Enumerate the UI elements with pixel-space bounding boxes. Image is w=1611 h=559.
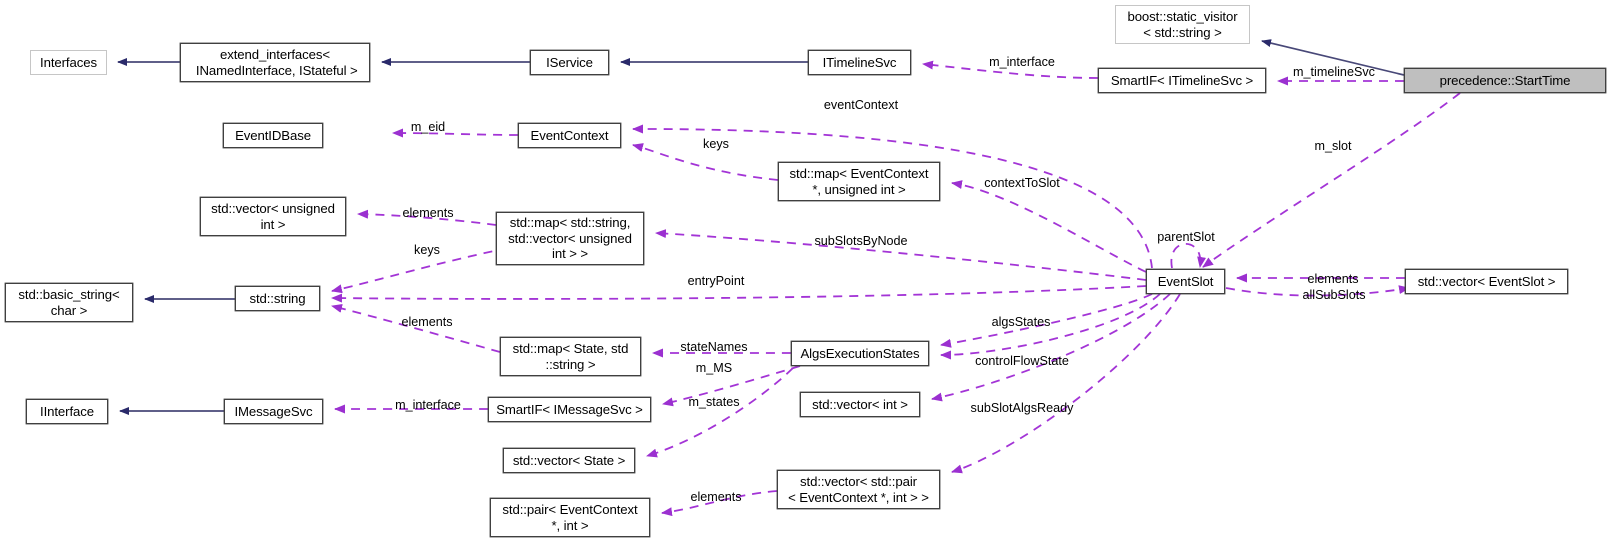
edge-label-m-interface-timeline: m_interface	[989, 55, 1055, 69]
edge-label-subslotalgsready: subSlotAlgsReady	[970, 401, 1074, 415]
node-vector-eventslot[interactable]: std::vector< EventSlot >	[1405, 269, 1568, 294]
edge-label-m-states: m_states	[688, 395, 740, 409]
node-precedence-starttime[interactable]: precedence::StartTime	[1404, 68, 1606, 93]
node-vector-int[interactable]: std::vector< int >	[800, 392, 920, 417]
node-map-state-string[interactable]: std::map< State, std ::string >	[500, 337, 641, 376]
node-map-string-vector-uint[interactable]: std::map< std::string, std::vector< unsi…	[496, 212, 644, 265]
edge-label-m-ms: m_MS	[695, 361, 733, 375]
edge-label-m-slot: m_slot	[1314, 139, 1352, 153]
node-vector-state[interactable]: std::vector< State >	[503, 448, 635, 473]
edge-label-parentslot: parentSlot	[1157, 230, 1215, 244]
node-interfaces[interactable]: Interfaces	[30, 50, 107, 75]
edge-label-m-timelinesvc: m_timelineSvc	[1293, 65, 1375, 79]
node-vector-pair-eventcontext-int[interactable]: std::vector< std::pair < EventContext *,…	[777, 470, 940, 509]
edge-label-elements-eventslot: elements	[1307, 272, 1359, 286]
node-label: EventIDBase	[235, 127, 311, 143]
node-label: std::vector< State >	[512, 452, 626, 468]
node-label: std::pair< EventContext *, int >	[502, 502, 638, 533]
node-pair-eventcontext-int[interactable]: std::pair< EventContext *, int >	[490, 498, 650, 537]
node-label: std::vector< std::pair < EventContext *,…	[788, 474, 929, 505]
edge-label-entrypoint: entryPoint	[687, 274, 745, 288]
node-label: ITimelineSvc	[822, 54, 897, 70]
node-iservice[interactable]: IService	[530, 50, 609, 75]
node-label: IInterface	[40, 403, 94, 419]
node-label: std::map< EventContext *, unsigned int >	[789, 166, 929, 197]
edge-label-m-eid: m_eid	[410, 120, 446, 134]
node-label: EventContext	[530, 127, 609, 143]
node-label: EventSlot	[1157, 273, 1214, 289]
edge-label-elements-string: elements	[401, 315, 453, 329]
edge-label-m-interface-message: m_interface	[395, 398, 461, 412]
node-label: SmartIF< IMessageSvc >	[496, 401, 643, 417]
node-label: std::basic_string< char >	[18, 287, 120, 318]
node-label: AlgsExecutionStates	[800, 345, 920, 361]
node-extend-interfaces[interactable]: extend_interfaces< INamedInterface, ISta…	[180, 43, 370, 82]
node-std-string[interactable]: std::string	[235, 286, 320, 311]
edge-label-contexttoslot: contextToSlot	[984, 176, 1060, 190]
node-eventcontext[interactable]: EventContext	[518, 123, 621, 148]
node-label: std::string	[249, 290, 306, 306]
node-algsexecutionstates[interactable]: AlgsExecutionStates	[791, 341, 929, 366]
usage-edges	[331, 60, 1461, 517]
edge-label-controlflowstate: controlFlowState	[975, 354, 1069, 368]
node-iinterface[interactable]: IInterface	[26, 399, 108, 424]
node-label: std::map< State, std ::string >	[512, 341, 629, 372]
edge-label-keys-context: keys	[703, 137, 729, 151]
node-smartif-imessagesvc[interactable]: SmartIF< IMessageSvc >	[488, 397, 651, 422]
node-itimelinesvc[interactable]: ITimelineSvc	[808, 50, 911, 75]
node-label: IService	[546, 54, 593, 70]
edge-label-eventcontext: eventContext	[823, 98, 899, 112]
node-imessagesvc[interactable]: IMessageSvc	[224, 399, 323, 424]
node-basic-string-char[interactable]: std::basic_string< char >	[5, 283, 133, 322]
node-label: extend_interfaces< INamedInterface, ISta…	[195, 47, 358, 78]
node-label: std::vector< int >	[812, 396, 908, 412]
edge-label-elements-uint: elements	[402, 206, 454, 220]
node-boost-static-visitor[interactable]: boost::static_visitor < std::string >	[1115, 5, 1250, 44]
edge-label-subslotsbynode: subSlotsByNode	[814, 234, 908, 248]
node-label: SmartIF< ITimelineSvc >	[1110, 72, 1254, 88]
node-label: precedence::StartTime	[1439, 72, 1571, 88]
edge-label-keys-string: keys	[414, 243, 440, 257]
node-label: boost::static_visitor < std::string >	[1127, 9, 1238, 40]
edge-label-allsubslots: allSubSlots	[1302, 288, 1366, 302]
node-eventidbase[interactable]: EventIDBase	[223, 123, 323, 148]
node-label: IMessageSvc	[234, 403, 313, 419]
edge-label-algsstates: algsStates	[991, 315, 1051, 329]
node-label: std::map< std::string, std::vector< unsi…	[508, 215, 632, 262]
edge-label-statenames: stateNames	[680, 340, 748, 354]
node-label: std::vector< unsigned int >	[211, 201, 335, 232]
node-eventslot[interactable]: EventSlot	[1146, 269, 1225, 294]
edge-label-elements-pair: elements	[690, 490, 742, 504]
node-map-eventcontext-uint[interactable]: std::map< EventContext *, unsigned int >	[778, 162, 940, 201]
node-smartif-itimelinesvc[interactable]: SmartIF< ITimelineSvc >	[1098, 68, 1266, 93]
node-label: std::vector< EventSlot >	[1417, 273, 1556, 289]
node-vector-unsigned-int[interactable]: std::vector< unsigned int >	[200, 197, 346, 236]
node-label: Interfaces	[40, 54, 97, 70]
